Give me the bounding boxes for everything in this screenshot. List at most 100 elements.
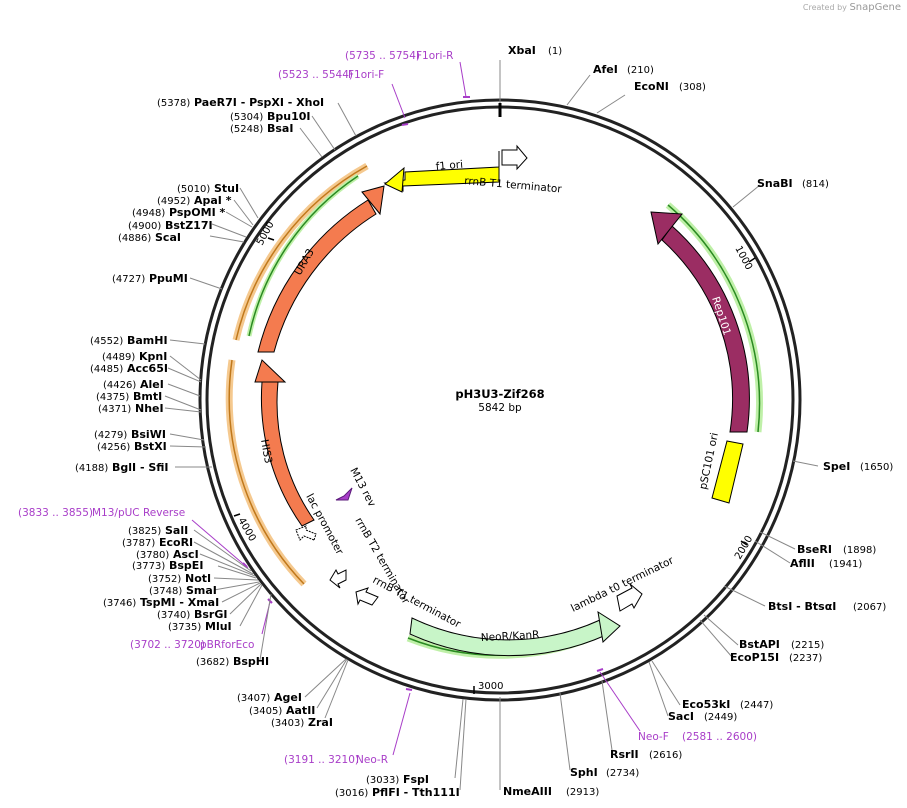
primer-name: M13/pUC Reverse xyxy=(92,507,185,519)
enzyme-name: AflII xyxy=(790,557,815,570)
enzyme-position: (5304) xyxy=(230,112,263,123)
enzyme-name: KpnI xyxy=(139,350,167,363)
enzyme-name: AfeI xyxy=(593,63,618,76)
enzyme-name: RsrII xyxy=(610,748,639,761)
primer-leaders xyxy=(191,61,641,756)
primer-name: pBRforEco xyxy=(200,639,254,651)
enzyme-position: (3746) xyxy=(103,598,136,609)
enzyme-position: (1) xyxy=(548,46,562,57)
primer-name: Neo-F xyxy=(638,731,669,743)
enzyme-position: (3773) xyxy=(132,561,165,572)
enzyme-position: (3682) xyxy=(196,657,229,668)
primer-range: (2581 .. 2600) xyxy=(682,731,757,743)
enzyme-name: EcoRI xyxy=(159,536,193,549)
primer-marks xyxy=(242,96,604,691)
enzyme-name: BsrGI xyxy=(194,608,227,621)
enzyme-position: (2447) xyxy=(740,700,773,711)
enzyme-name: AscI xyxy=(173,548,199,561)
feature-rep101: Rep101 xyxy=(650,211,750,433)
enzyme-position: (4489) xyxy=(102,352,135,363)
enzyme-name: FspI xyxy=(403,773,429,786)
enzyme-name: BspHI xyxy=(233,655,269,668)
enzyme-name: MluI xyxy=(205,620,232,633)
enzyme-name: BstZ17I xyxy=(165,219,213,232)
enzyme-position: (3403) xyxy=(271,718,304,729)
enzyme-position: (4485) xyxy=(90,364,123,375)
enzyme-position: (2067) xyxy=(853,602,886,613)
enzyme-name: NmeAIII xyxy=(503,785,552,798)
primer-range: (5735 .. 5754) xyxy=(345,50,420,62)
feature-label: HIS3 xyxy=(258,438,274,464)
enzyme-position: (4948) xyxy=(132,208,165,219)
enzyme-name: AatII xyxy=(286,704,315,717)
enzyme-position: (3780) xyxy=(136,550,169,561)
enzyme-name: EcoP15I xyxy=(730,651,779,664)
enzyme-position: (2237) xyxy=(789,653,822,664)
feature-lambda-t0: lambda t0 terminator xyxy=(569,554,676,614)
primer-name: Neo-R xyxy=(356,754,388,766)
enzyme-name: SmaI xyxy=(186,584,217,597)
enzyme-position: (3748) xyxy=(149,586,182,597)
enzyme-name: BsaI xyxy=(267,122,293,135)
enzyme-position: (4886) xyxy=(118,233,151,244)
enzyme-position: (4371) xyxy=(98,404,131,415)
enzyme-position: (4552) xyxy=(90,336,123,347)
enzyme-position: (2449) xyxy=(704,712,737,723)
enzyme-name: PaeR7I - PspXI - XhoI xyxy=(194,96,324,109)
enzyme-position: (4727) xyxy=(112,274,145,285)
enzyme-name: BstAPI xyxy=(739,638,780,651)
enzyme-position: (4426) xyxy=(103,380,136,391)
enzyme-labels-right: XbaI(1) AfeI(210) EcoNI(308) SnaBI(814) … xyxy=(503,44,893,798)
feature-psc101-ori: pSC101 ori xyxy=(697,432,744,504)
enzyme-name: SacI xyxy=(668,710,694,723)
enzyme-labels-left: (3033)FspI (3016)PflFI - Tth111I (3403)Z… xyxy=(75,96,460,799)
feature-rrnb-t1-lower: rrnB T1 terminator xyxy=(355,574,463,631)
plasmid-name: pH3U3-Zif268 xyxy=(455,387,544,401)
enzyme-name: Eco53kI xyxy=(682,698,730,711)
feature-label: rrnB T1 terminator xyxy=(464,175,563,196)
enzyme-name: AgeI xyxy=(274,691,302,704)
primer-labels: (5735 .. 5754) F1ori-R (5523 .. 5544) F1… xyxy=(18,50,757,766)
primer-range: (3833 .. 3855) xyxy=(18,507,93,519)
enzyme-name: Acc65I xyxy=(127,362,168,375)
enzyme-position: (1941) xyxy=(829,559,862,570)
enzyme-position: (2215) xyxy=(791,640,824,651)
enzyme-position: (814) xyxy=(802,179,829,190)
enzyme-name: BglI - SfiI xyxy=(112,461,169,474)
enzyme-name: SphI xyxy=(570,766,598,779)
enzyme-name: ScaI xyxy=(155,231,181,244)
enzyme-position: (2616) xyxy=(649,750,682,761)
enzyme-position: (3016) xyxy=(335,788,368,799)
enzyme-position: (3825) xyxy=(128,526,161,537)
enzyme-name: ZraI xyxy=(308,716,333,729)
feature-f1-ori: f1 ori xyxy=(383,151,500,193)
feature-label: M13 rev xyxy=(347,466,378,509)
enzyme-position: (5010) xyxy=(177,184,210,195)
enzyme-position: (4375) xyxy=(96,392,129,403)
enzyme-position: (5378) xyxy=(157,98,190,109)
feature-rrnb-t2: rrnB T2 terminator xyxy=(329,516,412,607)
enzyme-name: ApaI * xyxy=(194,194,232,207)
feature-label: NeoR/KanR xyxy=(481,629,540,644)
enzyme-name: EcoNI xyxy=(634,80,669,93)
enzyme-name: Bpu10I xyxy=(267,110,311,123)
enzyme-name: BspEI xyxy=(169,559,203,572)
enzyme-position: (3787) xyxy=(122,538,155,549)
enzyme-name: BmtI xyxy=(133,390,162,403)
enzyme-name: StuI xyxy=(214,182,239,195)
enzyme-position: (210) xyxy=(627,65,654,76)
snapgene-credit: Created by SnapGene xyxy=(802,2,901,13)
enzyme-position: (1650) xyxy=(860,462,893,473)
primer-range: (3702 .. 3720) xyxy=(130,639,205,651)
enzyme-position: (3740) xyxy=(157,610,190,621)
feature-label: f1 ori xyxy=(435,159,463,173)
primer-range: (3191 .. 3210) xyxy=(284,754,359,766)
enzyme-position: (3752) xyxy=(148,574,181,585)
enzyme-leaders xyxy=(164,60,819,791)
enzyme-name: PpuMI xyxy=(149,272,188,285)
feature-neor-kanr: NeoR/KanR xyxy=(409,610,621,657)
enzyme-position: (2913) xyxy=(566,787,599,798)
enzyme-position: (3407) xyxy=(237,693,270,704)
enzyme-name: TspMI - XmaI xyxy=(140,596,219,609)
